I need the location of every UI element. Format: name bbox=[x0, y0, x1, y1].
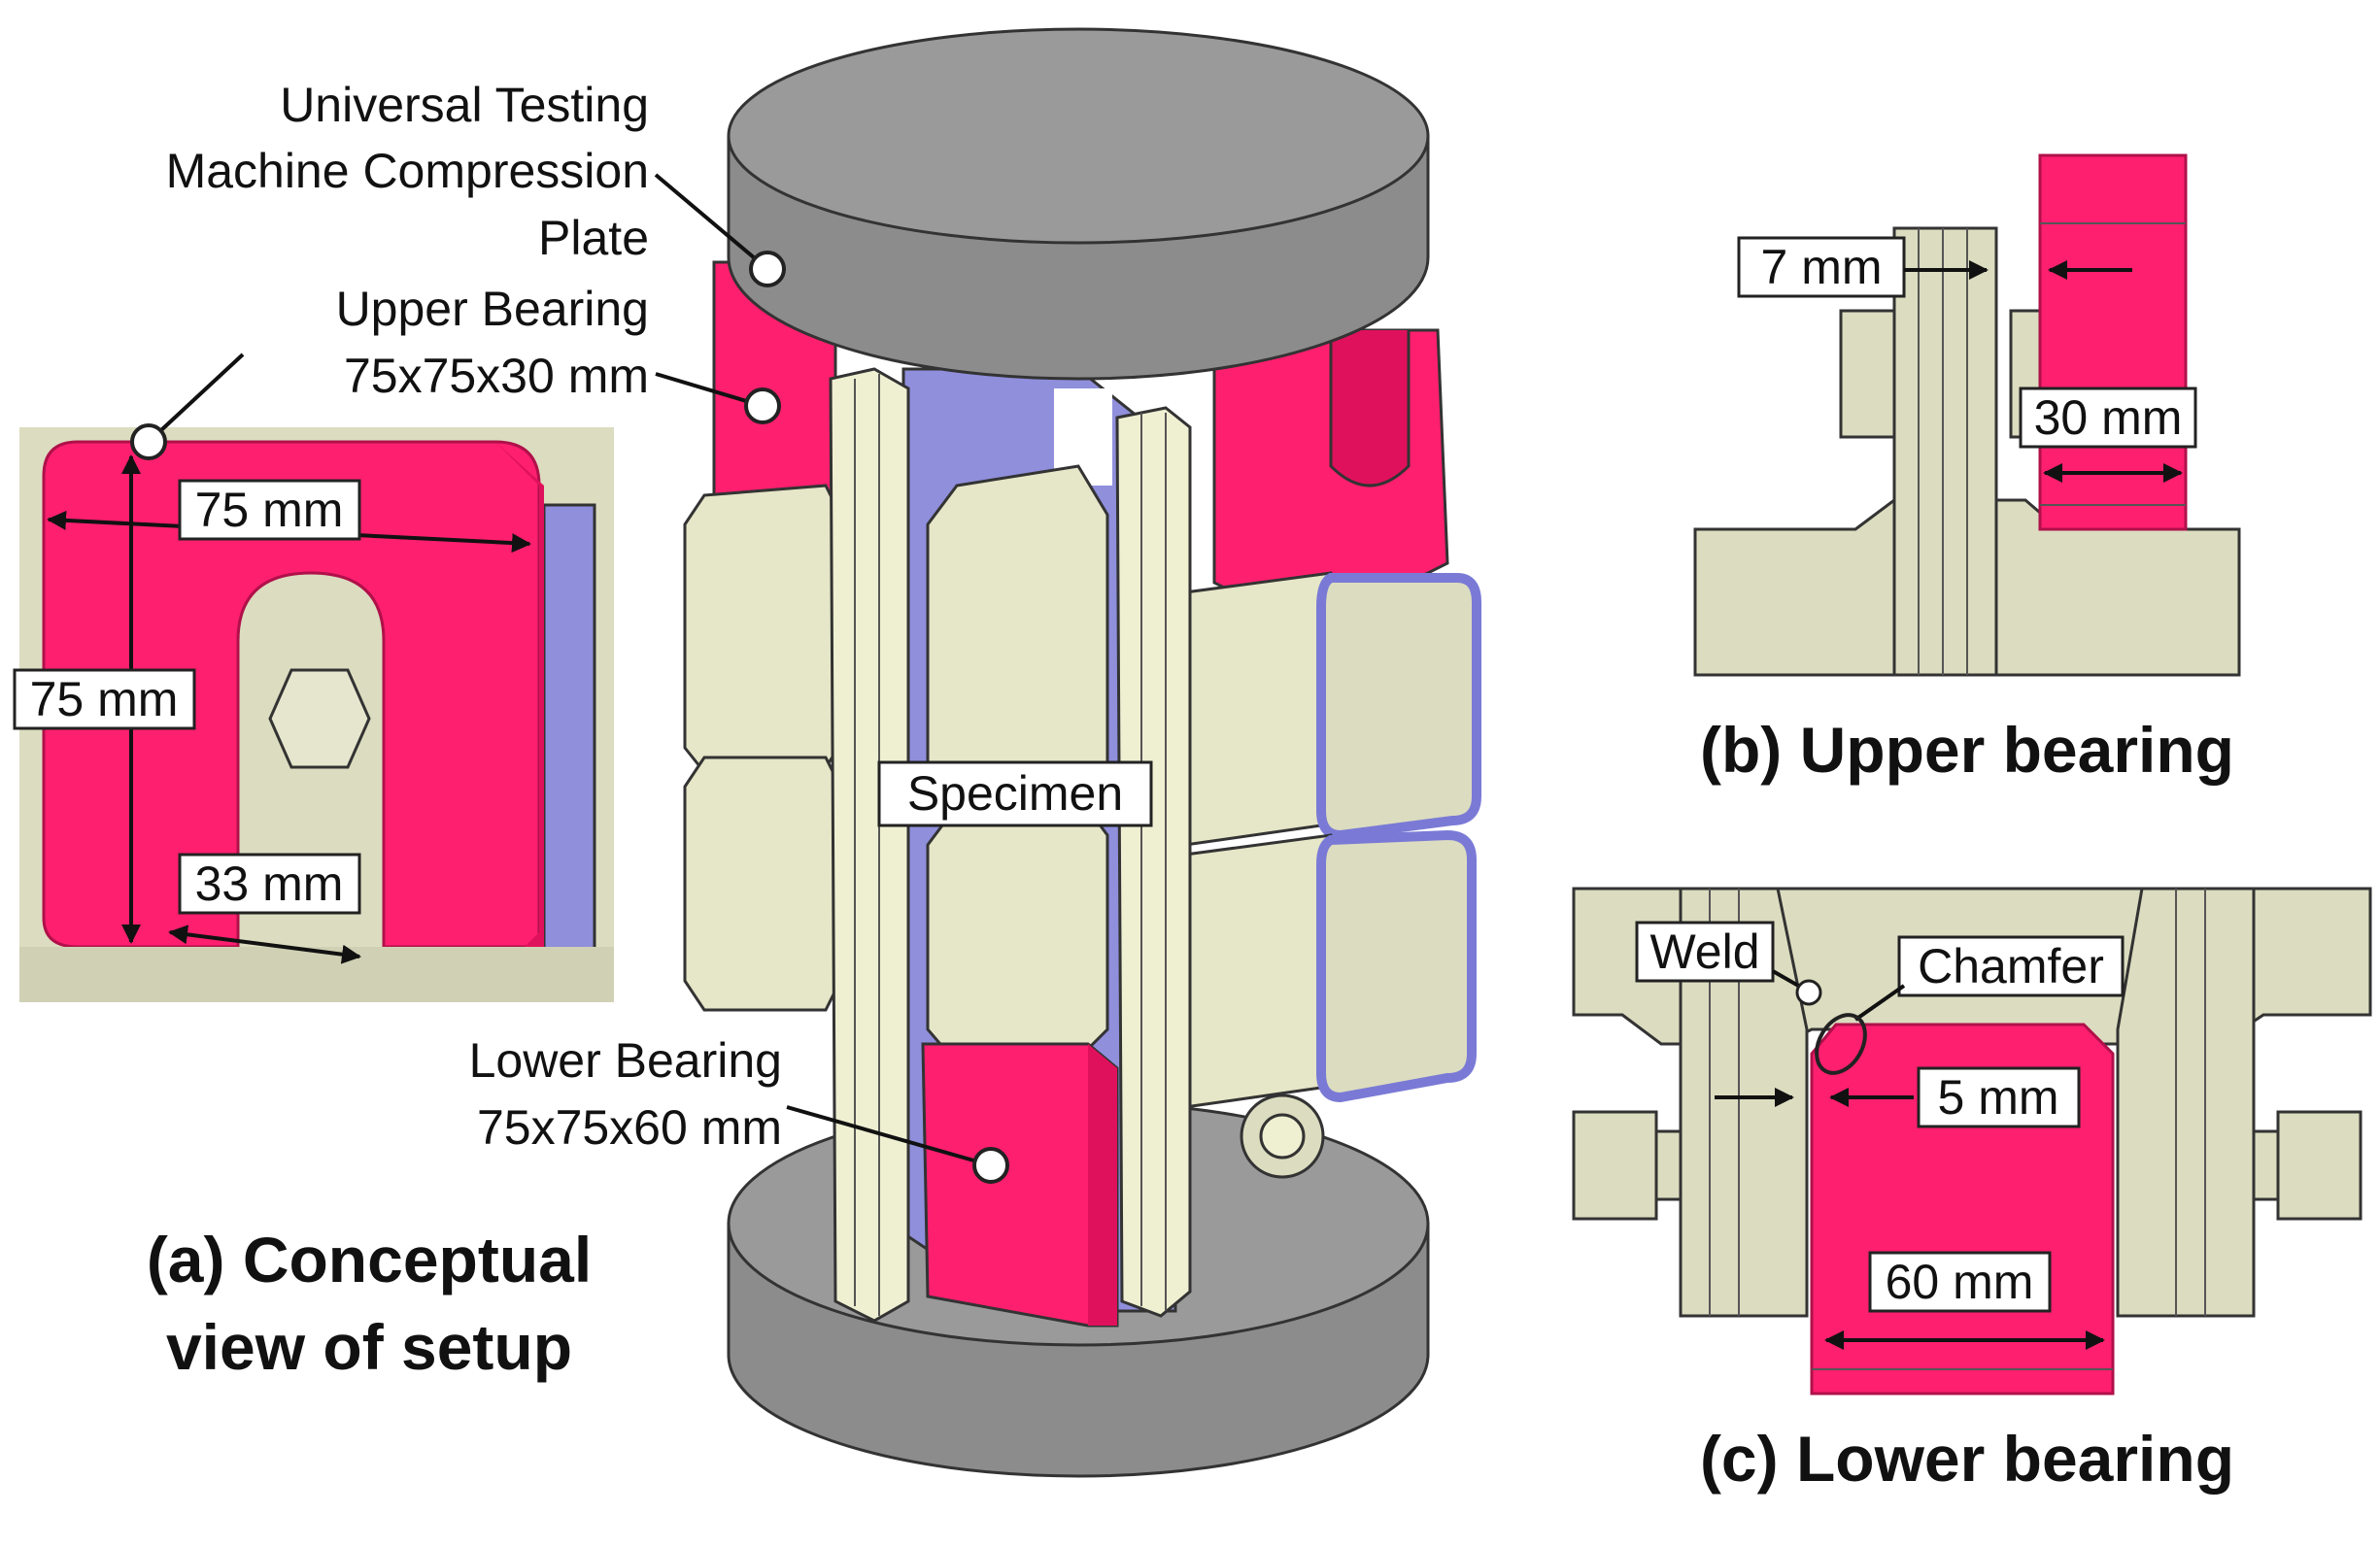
leader-compression-plate bbox=[654, 173, 769, 271]
dim-75-height-box bbox=[13, 668, 196, 730]
lower-bolt-shank-right bbox=[2252, 1129, 2280, 1201]
right-tube-upper bbox=[1169, 571, 1343, 847]
marker-lower-bearing bbox=[972, 1147, 1009, 1184]
marker-upper-bearing bbox=[744, 387, 781, 424]
leader-lower-bearing bbox=[786, 1105, 992, 1167]
chamfer-label: Chamfer bbox=[1918, 939, 2104, 993]
lower-bearing-label-line1: Lower Bearing bbox=[469, 1033, 782, 1088]
upper-nut-left bbox=[1839, 309, 1896, 439]
main-setup-view bbox=[683, 27, 1481, 1478]
dim-5-label: 5 mm bbox=[1938, 1070, 2059, 1125]
bolt-nut-inner bbox=[1259, 1113, 1306, 1160]
chamfer-label-box bbox=[1897, 935, 2125, 997]
lower-plate-right bbox=[2116, 887, 2256, 1318]
compression-plate-label-line3: Plate bbox=[538, 211, 649, 265]
specimen-label: Specimen bbox=[907, 766, 1123, 821]
dim-60-label: 60 mm bbox=[1886, 1255, 2034, 1309]
caption-a-line1: (a) Conceptual bbox=[147, 1224, 592, 1295]
centre-tube-stack bbox=[926, 464, 1109, 1065]
right-tube-lower bbox=[1169, 833, 1343, 1109]
centre-tube-lower bbox=[926, 794, 1109, 1065]
upper-bearing-label-line1: Upper Bearing bbox=[336, 282, 649, 336]
marker-inset bbox=[130, 423, 167, 460]
top-plate-top bbox=[727, 27, 1430, 245]
lower-bolt-left bbox=[1572, 1110, 1658, 1221]
leader-upper-bearing bbox=[655, 372, 764, 408]
caption-a-line2: view of setup bbox=[166, 1311, 572, 1383]
specimen-plates bbox=[829, 367, 1192, 1323]
leader-chamfer bbox=[1853, 984, 1906, 1022]
dim-30-label: 30 mm bbox=[2034, 390, 2183, 445]
upper-bearing-right-slot bbox=[1329, 330, 1411, 488]
dim-75-height-label: 75 mm bbox=[30, 672, 179, 726]
dim-5-box bbox=[1917, 1066, 2081, 1128]
left-tube-lower bbox=[683, 756, 847, 1012]
right-tube-upper-end bbox=[1316, 573, 1481, 841]
dim-75-width-box bbox=[178, 479, 361, 541]
chamfer-marker bbox=[1815, 1013, 1867, 1075]
inset-bearing-side bbox=[495, 442, 544, 957]
specimen-label-box bbox=[877, 760, 1153, 827]
right-tube-lower-end bbox=[1316, 829, 1477, 1103]
dim-33-box bbox=[178, 853, 361, 915]
inset-upper-bearing: 75 mm 75 mm 33 mm bbox=[13, 427, 614, 1002]
lower-bolt-shank-left bbox=[1654, 1129, 1683, 1201]
leader-upper-bearing-inset bbox=[147, 353, 245, 444]
caption-c: (c) Lower bearing bbox=[1700, 1423, 2234, 1495]
weld-label-box bbox=[1635, 921, 1775, 983]
weld-label: Weld bbox=[1649, 925, 1759, 979]
upper-bearing-callout: Upper Bearing 75x75x30 mm bbox=[336, 282, 781, 424]
caption-b: (b) Upper bearing bbox=[1700, 714, 2234, 786]
centre-tube-upper bbox=[926, 464, 1109, 798]
dim-33-arrow bbox=[168, 925, 361, 964]
marker-weld bbox=[1795, 979, 1822, 1006]
lower-plate-left bbox=[1679, 887, 1809, 1318]
dim-7-label: 7 mm bbox=[1761, 240, 1883, 294]
lower-bolt-right bbox=[2276, 1110, 2363, 1221]
specimen-plate-right bbox=[1115, 406, 1192, 1318]
dim-33-label: 33 mm bbox=[195, 857, 344, 911]
panel-upper-bearing: 7 mm 30 mm bbox=[1693, 153, 2241, 677]
upper-vertical-plate bbox=[1892, 226, 1998, 677]
dim-60-box bbox=[1868, 1251, 2052, 1313]
compression-plate-label-line1: Universal Testing bbox=[280, 78, 649, 132]
dim-30-box bbox=[2019, 387, 2197, 449]
lower-bearing-callout: Lower Bearing 75x75x60 mm bbox=[469, 1033, 1009, 1184]
inset-nut-hex-icon bbox=[268, 668, 371, 769]
top-compression-plate bbox=[727, 27, 1430, 381]
left-tube-stack bbox=[683, 484, 847, 1012]
inset-floor bbox=[19, 947, 614, 1002]
left-tube-upper bbox=[683, 484, 847, 774]
inset-purple-bracket bbox=[542, 503, 596, 963]
dim-7-box bbox=[1737, 236, 1906, 298]
dim-75-width-label: 75 mm bbox=[195, 483, 344, 537]
compression-plate-callout: Universal Testing Machine Compression Pl… bbox=[166, 78, 786, 287]
compression-plate-label-line2: Machine Compression bbox=[166, 144, 649, 198]
specimen-plate-left bbox=[829, 367, 910, 1323]
lower-bearing-label-line2: 75x75x60 mm bbox=[477, 1100, 782, 1155]
lower-bearing-side bbox=[1088, 1044, 1117, 1326]
panel-lower-bearing: Weld Chamfer 5 mm 60 mm bbox=[1572, 887, 2372, 1396]
upper-bearing-label-line2: 75x75x30 mm bbox=[344, 349, 649, 403]
marker-compression-plate bbox=[749, 251, 786, 287]
right-tube-stack bbox=[1169, 571, 1481, 1109]
